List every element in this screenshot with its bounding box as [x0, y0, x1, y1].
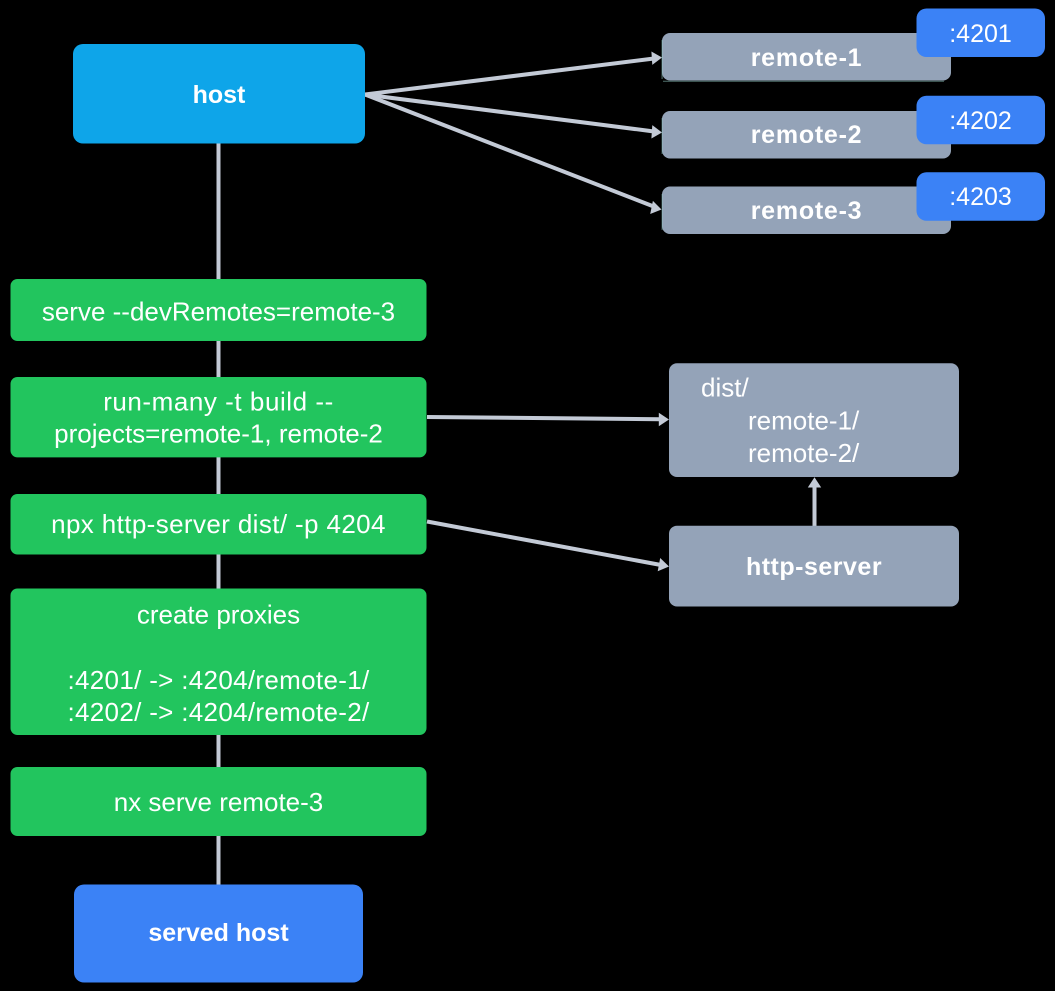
svg-text:remote-1/: remote-1/ [748, 405, 860, 435]
svg-text::4202: :4202 [949, 107, 1012, 135]
svg-text:run-many -t build --: run-many -t build -- [103, 387, 334, 417]
svg-text:nx serve remote-3: nx serve remote-3 [114, 787, 324, 817]
svg-text:remote-3: remote-3 [751, 197, 863, 225]
svg-text:remote-2: remote-2 [751, 121, 863, 149]
svg-text::4202/ -> :4204/remote-2/: :4202/ -> :4204/remote-2/ [67, 697, 370, 727]
svg-text:serve --devRemotes=remote-3: serve --devRemotes=remote-3 [42, 297, 395, 327]
svg-text:host: host [193, 81, 246, 109]
svg-text:remote-2/: remote-2/ [748, 438, 860, 468]
svg-text::4203: :4203 [949, 183, 1012, 211]
svg-text:served host: served host [148, 919, 289, 947]
svg-text:create proxies: create proxies [137, 600, 300, 630]
svg-text::4201/ -> :4204/remote-1/: :4201/ -> :4204/remote-1/ [67, 665, 370, 695]
svg-text:dist/: dist/ [701, 373, 749, 403]
svg-text:remote-1: remote-1 [751, 44, 863, 72]
svg-text:npx http-server dist/ -p 4204: npx http-server dist/ -p 4204 [51, 509, 386, 539]
svg-text:projects=remote-1, remote-2: projects=remote-1, remote-2 [54, 419, 383, 449]
svg-text:http-server: http-server [746, 553, 882, 581]
svg-text::4201: :4201 [949, 20, 1012, 48]
